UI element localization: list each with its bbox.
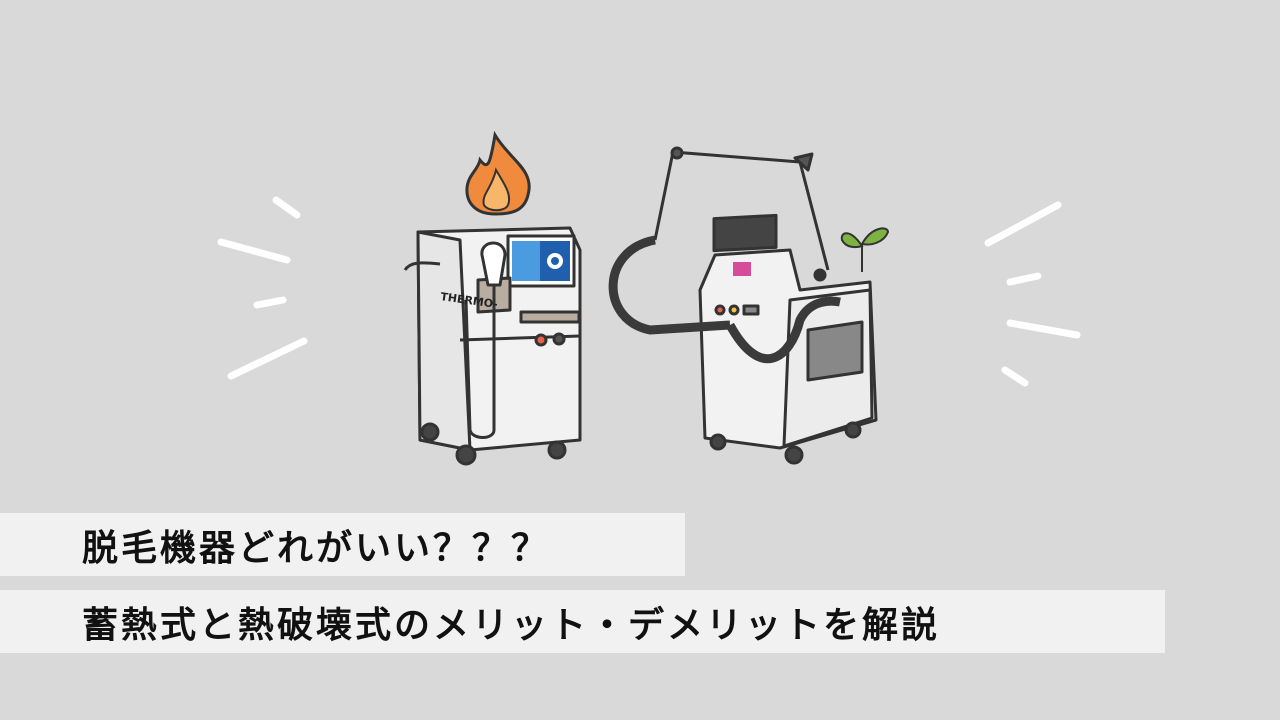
headline-line-1: 脱毛機器どれがいい？？？ [0,513,685,576]
headline-subtitle: 蓄熱式と熱破壊式のメリット・デメリットを解説 [82,604,941,646]
sprout-icon [840,227,890,272]
emphasis-lines-right [984,201,1081,387]
thermo-machine [403,226,582,466]
flame-icon [465,130,531,216]
headline-line-2: 蓄熱式と熱破壊式のメリット・デメリットを解説 [0,590,1165,653]
emphasis-lines-left [217,196,308,380]
laser-machine [608,146,878,465]
headline-question: 脱毛機器どれがいい？？？ [82,527,551,569]
